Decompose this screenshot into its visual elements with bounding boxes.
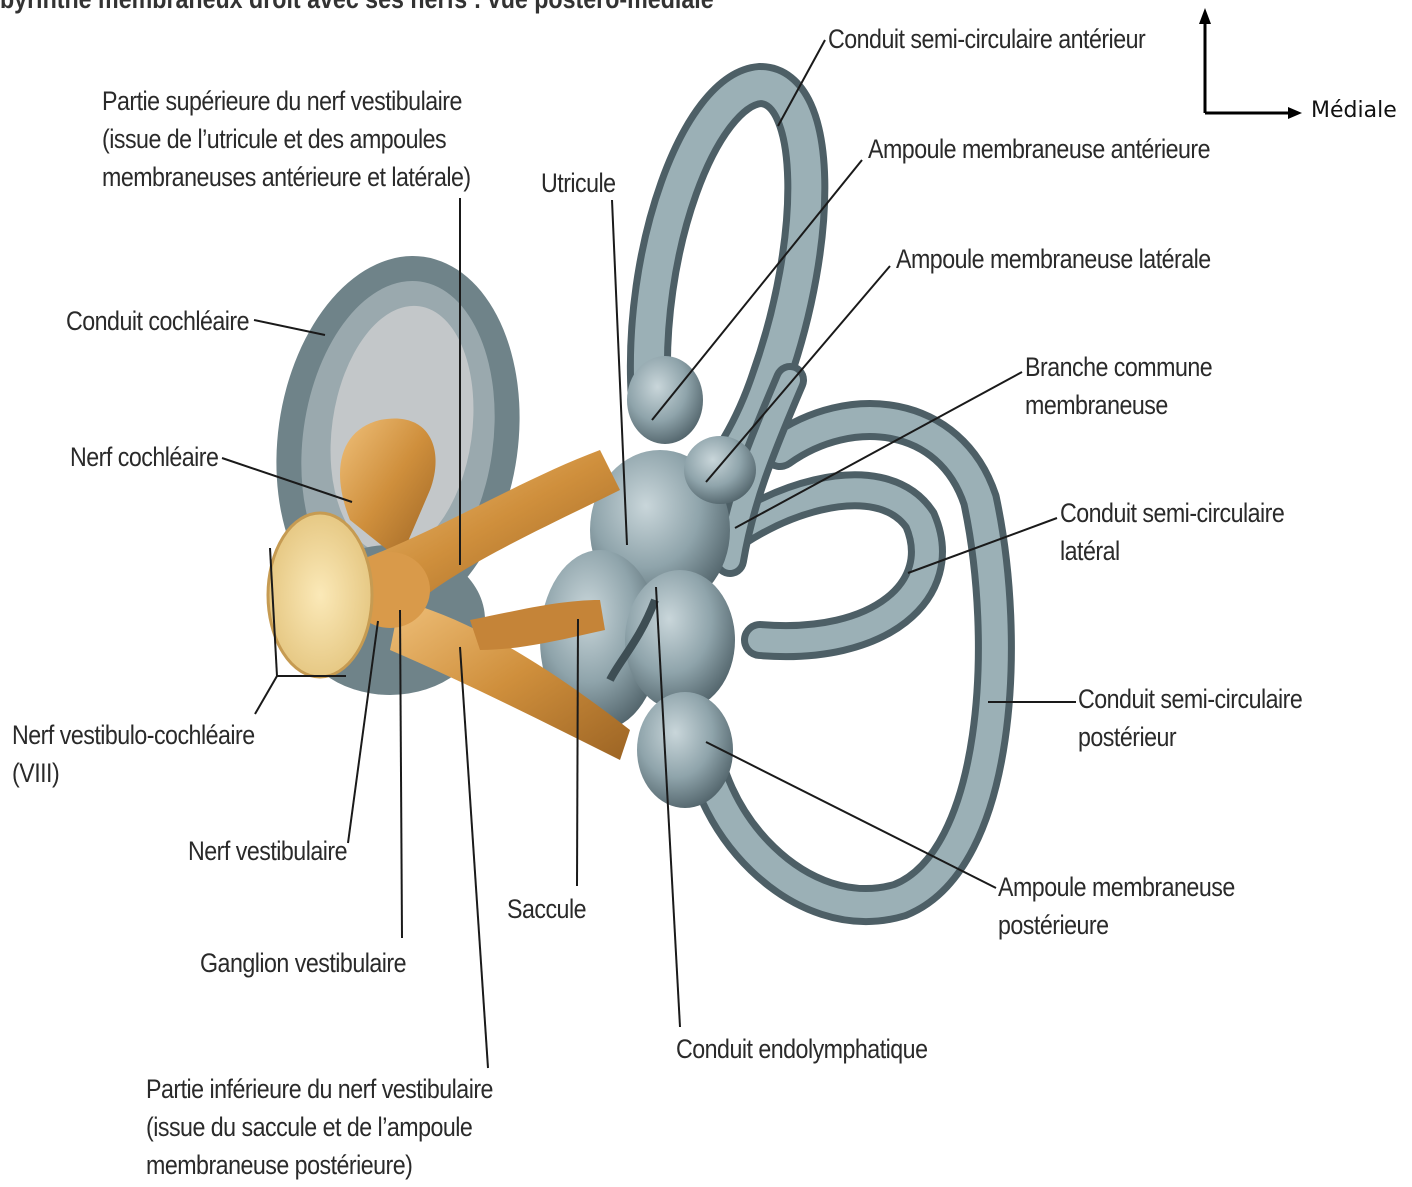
figure-title: byrinthe membraneux droit avec ses nerfs… <box>0 0 714 15</box>
label-csc-lateral: Conduit semi-circulaire latéral <box>1060 494 1284 570</box>
label-csc-posterieur: Conduit semi-circulaire postérieur <box>1078 680 1302 756</box>
label-nerf-cochleaire: Nerf cochléaire <box>70 438 218 476</box>
label-conduit-cochleaire: Conduit cochléaire <box>66 302 249 340</box>
nerve-cut-surface <box>268 513 372 677</box>
label-partie-inferieure: Partie inférieure du nerf vestibulaire (… <box>146 1070 493 1184</box>
vestibule-shape <box>540 356 756 808</box>
label-nerf-vestibulaire: Nerf vestibulaire <box>188 832 347 870</box>
label-ampoule-anterieure: Ampoule membraneuse antérieure <box>868 130 1210 168</box>
label-conduit-endolymphatique: Conduit endolymphatique <box>676 1030 927 1068</box>
label-csc-anterieur: Conduit semi-circulaire antérieur <box>828 20 1145 58</box>
label-branche-commune: Branche commune membraneuse <box>1025 348 1212 424</box>
label-nerf-vestibulo-cochleaire: Nerf vestibulo-cochléaire (VIII) <box>12 716 255 792</box>
orientation-arrows <box>1199 8 1302 119</box>
label-partie-superieure: Partie supérieure du nerf vestibulaire (… <box>102 82 471 196</box>
label-utricule: Utricule <box>541 164 616 202</box>
orientation-label: Médiale <box>1311 98 1397 123</box>
label-ampoule-posterieure: Ampoule membraneuse postérieure <box>998 868 1235 944</box>
label-ampoule-laterale: Ampoule membraneuse latérale <box>896 240 1211 278</box>
label-saccule: Saccule <box>507 890 586 928</box>
label-ganglion-vestibulaire: Ganglion vestibulaire <box>200 944 406 982</box>
